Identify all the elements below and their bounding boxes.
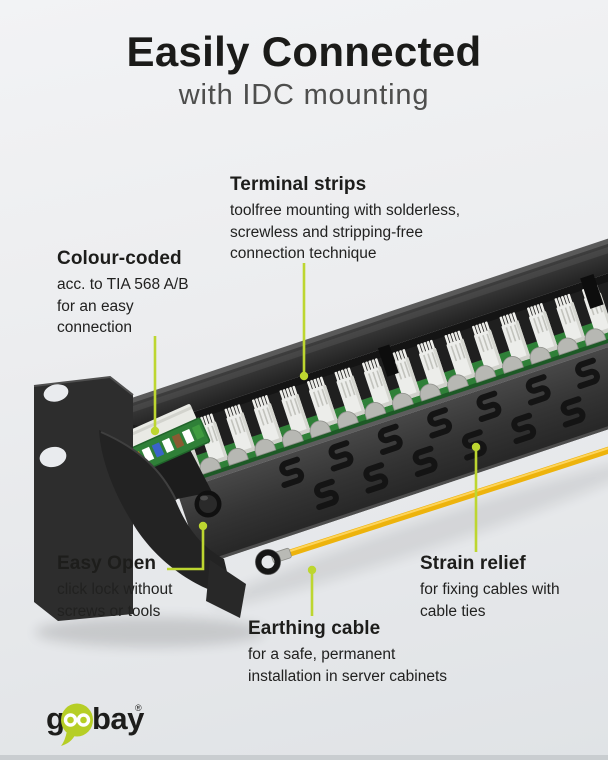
callout-easy-open: Easy Open click lock without screws or t… bbox=[57, 553, 172, 622]
callout-heading: Terminal strips bbox=[230, 174, 367, 195]
logo-letters-bay: bay bbox=[92, 701, 144, 736]
callout-dot-terminal-strips bbox=[299, 371, 309, 381]
page-title: Easily Connected bbox=[126, 28, 482, 75]
goobay-logo: g bay ® bbox=[36, 701, 166, 751]
header: Easily Connected with IDC mounting bbox=[0, 28, 608, 112]
callout-heading: Strain relief bbox=[420, 553, 526, 574]
logo-bubble-icon bbox=[61, 703, 93, 746]
easy-open-latch bbox=[99, 430, 246, 618]
callout-text-line: cable ties bbox=[420, 602, 486, 620]
earthing-cable bbox=[255, 446, 608, 575]
page-subtitle: with IDC mounting bbox=[178, 79, 430, 111]
logo-letter-g: g bbox=[46, 701, 65, 736]
callout-text-line: connection bbox=[57, 319, 132, 336]
callout-dot-earthing-cable bbox=[307, 565, 317, 575]
callout-lines bbox=[150, 263, 481, 616]
callout-dot-strain-relief bbox=[471, 442, 481, 452]
callout-line-easy-open bbox=[167, 530, 205, 571]
callout-colour-coded: Colour-coded acc. to TIA 568 A/B for an … bbox=[57, 248, 189, 339]
callout-text-line: toolfree mounting with solderless, bbox=[230, 202, 461, 219]
ring-terminal bbox=[255, 549, 281, 575]
callout-heading: Easy Open bbox=[57, 553, 157, 574]
panel-shadow bbox=[35, 458, 608, 647]
callout-dot-colour-coded bbox=[150, 426, 160, 436]
callout-text-line: installation in server cabinets bbox=[248, 667, 448, 685]
ear-hole bbox=[39, 446, 67, 468]
callout-earthing-cable: Earthing cable for a safe, permanent ins… bbox=[248, 618, 447, 687]
callout-strain-relief: Strain relief for fixing cables with cab… bbox=[420, 553, 560, 622]
bottom-edge-strip bbox=[0, 755, 608, 760]
ear-hole bbox=[43, 384, 69, 402]
callout-text-line: screwless and stripping-free bbox=[230, 223, 423, 241]
registered-trademark-icon: ® bbox=[135, 703, 142, 713]
callout-heading: Colour-coded bbox=[57, 248, 182, 269]
callout-text-line: screws or tools bbox=[57, 602, 161, 620]
callout-text-line: connection technique bbox=[230, 245, 377, 262]
callout-text-line: for an easy bbox=[57, 297, 134, 315]
panel-body bbox=[110, 227, 608, 566]
callout-heading: Earthing cable bbox=[248, 618, 381, 639]
callout-dot-easy-open bbox=[198, 521, 208, 531]
callout-text-line: click lock without bbox=[57, 581, 173, 598]
callout-text-line: for fixing cables with bbox=[420, 581, 560, 598]
callout-text-line: for a safe, permanent bbox=[248, 646, 396, 663]
callout-text-line: acc. to TIA 568 A/B bbox=[57, 276, 189, 293]
callout-terminal-strips: Terminal strips toolfree mounting with s… bbox=[230, 174, 460, 265]
